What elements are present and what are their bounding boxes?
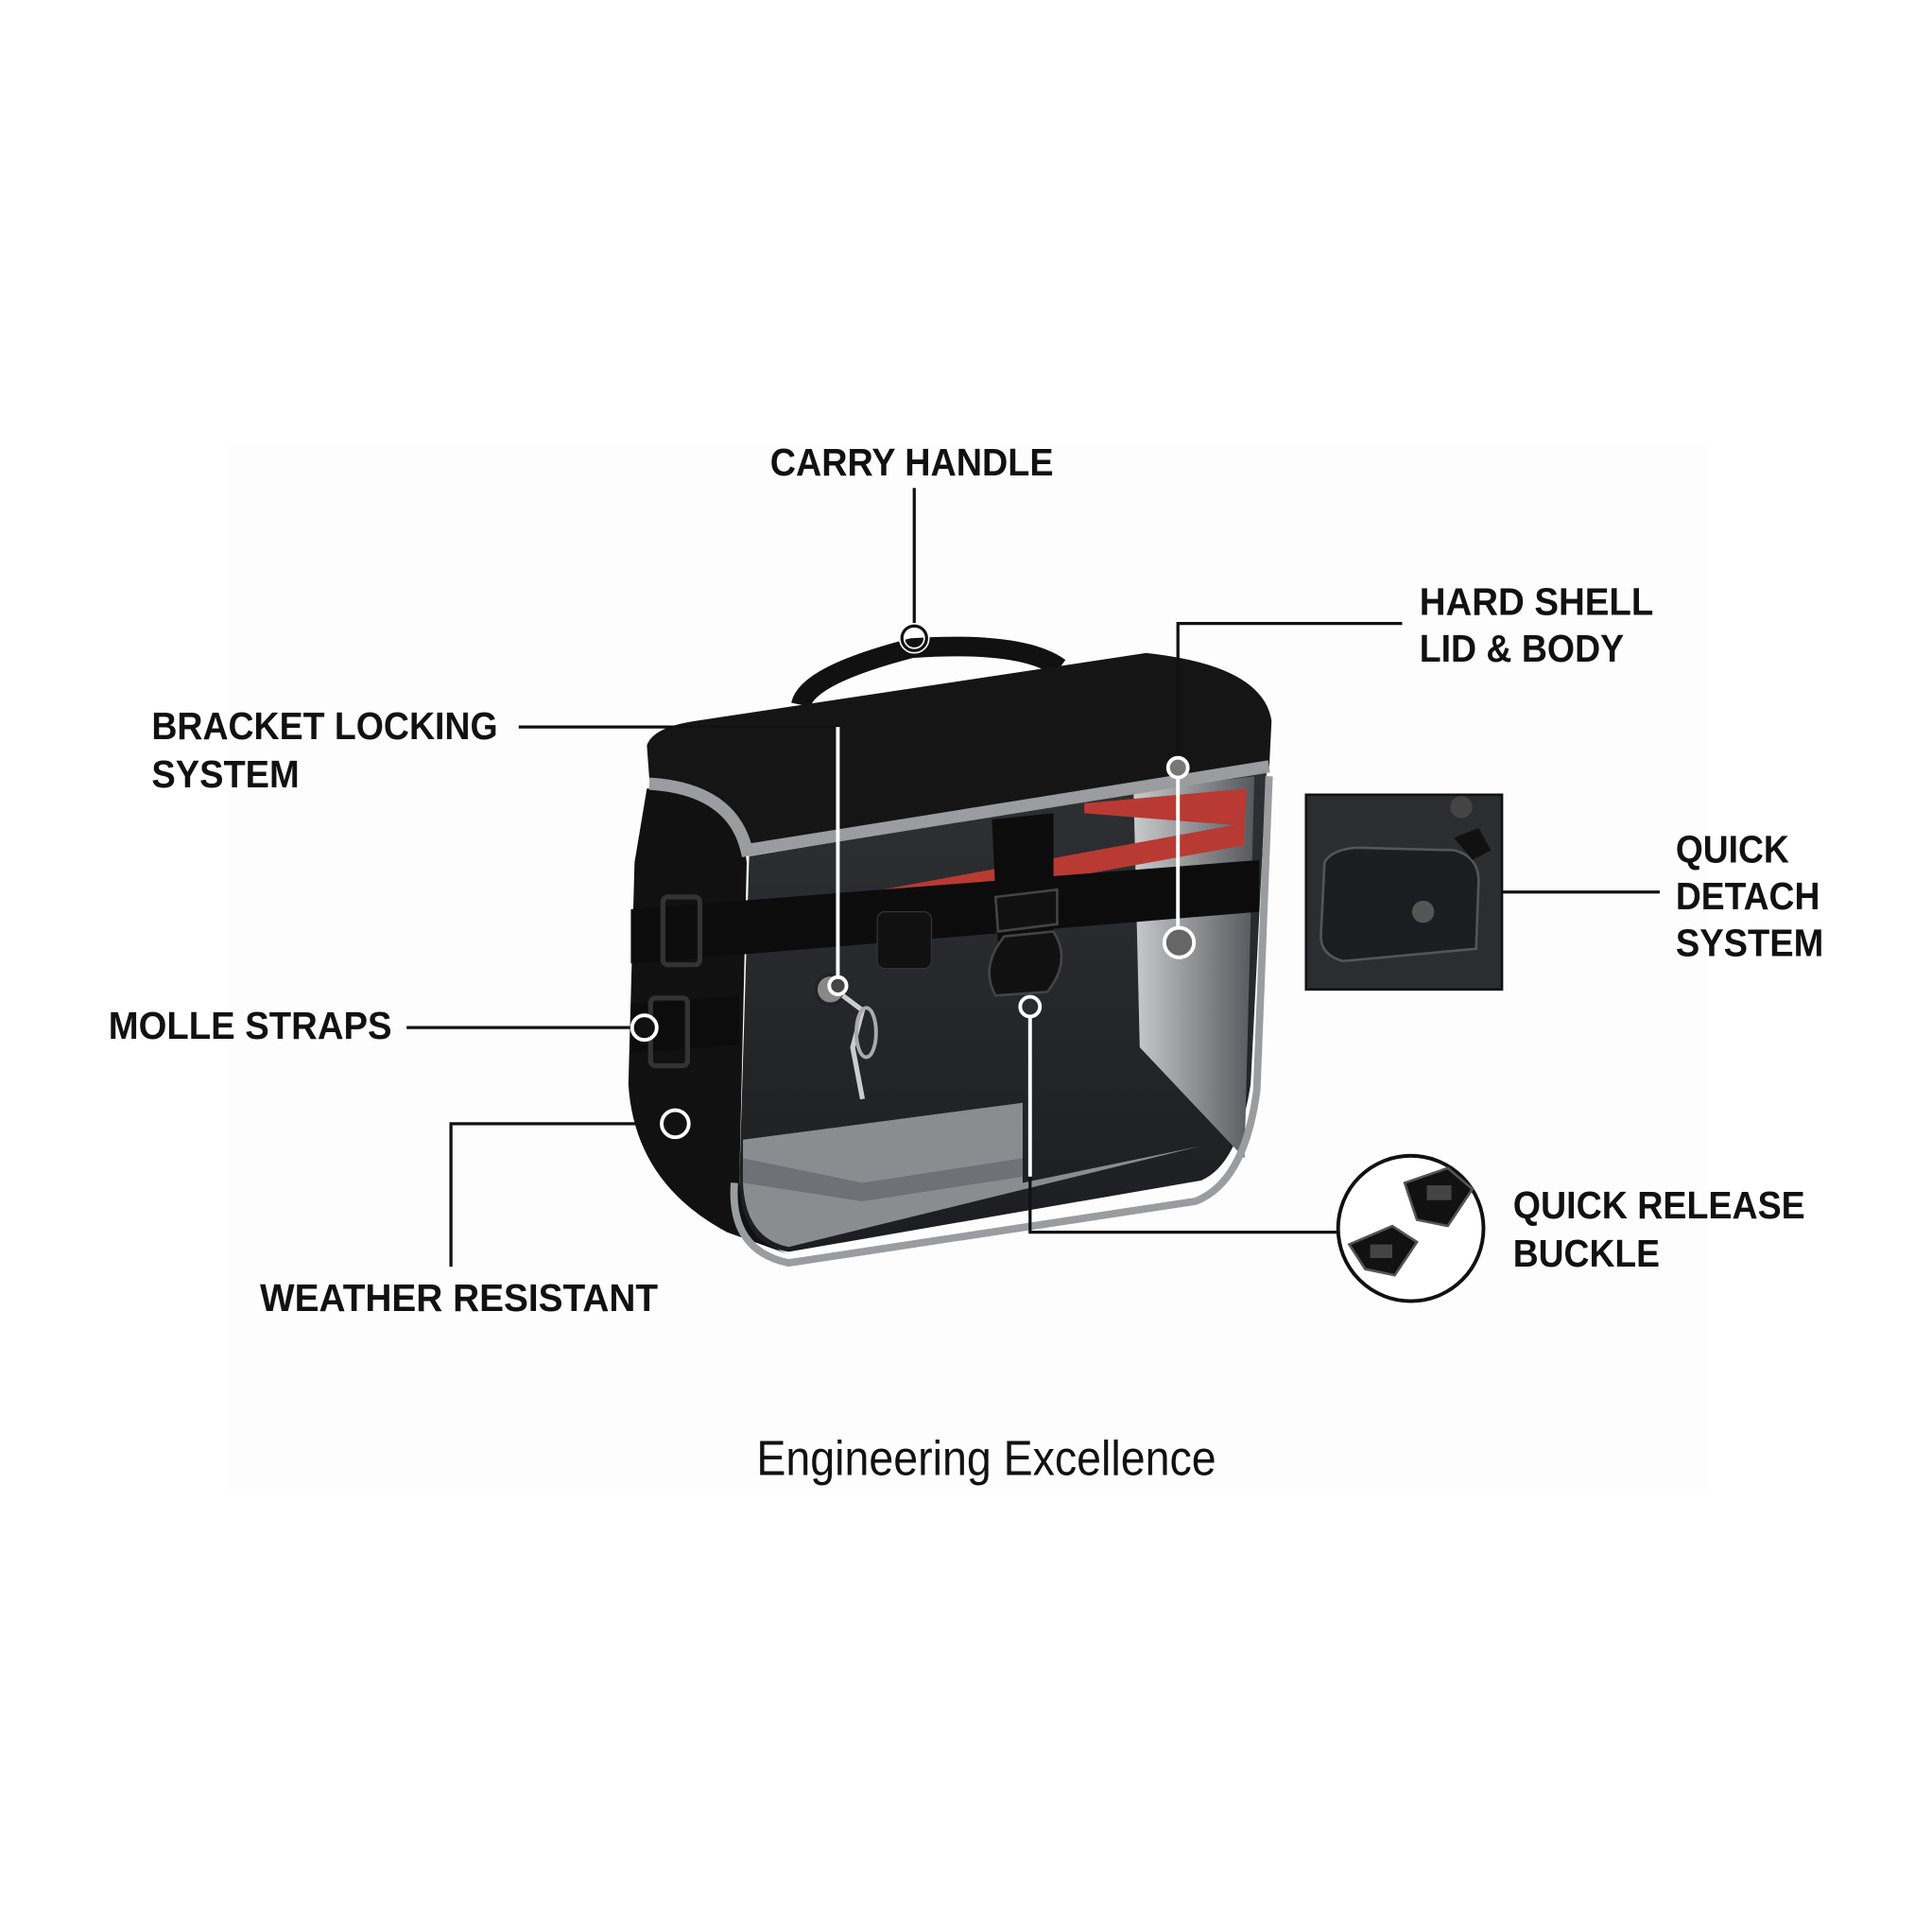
buckle-top (993, 888, 1059, 933)
label-quick-detach-line3: SYSTEM (1676, 922, 1823, 965)
label-quick-detach-line1: QUICK (1676, 828, 1789, 871)
callout-leaders (406, 488, 1660, 1268)
label-hard-shell-line2: LID & BODY (1420, 627, 1624, 670)
label-carry-handle: CARRY HANDLE (770, 440, 1054, 484)
marker-carry-handle (900, 624, 928, 652)
lid-trim (648, 760, 1270, 857)
lid (647, 652, 1272, 854)
strap-horizontal (630, 859, 1260, 964)
marker-bracket-lock (827, 975, 849, 996)
label-weather-resistant: WEATHER RESISTANT (260, 1276, 658, 1320)
label-bracket-locking-line2: SYSTEM (151, 752, 299, 796)
label-quick-release-line2: BUCKLE (1513, 1232, 1660, 1275)
marker-weather (660, 1108, 691, 1140)
label-bracket-locking-line1: BRACKET LOCKING (151, 704, 497, 748)
infographic-title: Engineering Excellence (756, 1431, 1216, 1486)
quick-release-buckle-inset (1336, 1153, 1486, 1303)
label-quick-detach-line2: DETACH (1676, 874, 1820, 918)
marker-molle (630, 1013, 659, 1043)
marker-hard-shell-body (1162, 925, 1197, 959)
saddlebag-illustration (628, 636, 1273, 1268)
label-quick-release-line1: QUICK RELEASE (1513, 1183, 1805, 1227)
label-molle-straps: MOLLE STRAPS (109, 1004, 392, 1047)
marker-hard-shell (1165, 755, 1190, 780)
quick-detach-inset (1304, 793, 1504, 992)
buckle-bottom (988, 930, 1063, 997)
marker-buckle (1018, 994, 1043, 1019)
label-hard-shell-line1: HARD SHELL (1420, 579, 1654, 623)
